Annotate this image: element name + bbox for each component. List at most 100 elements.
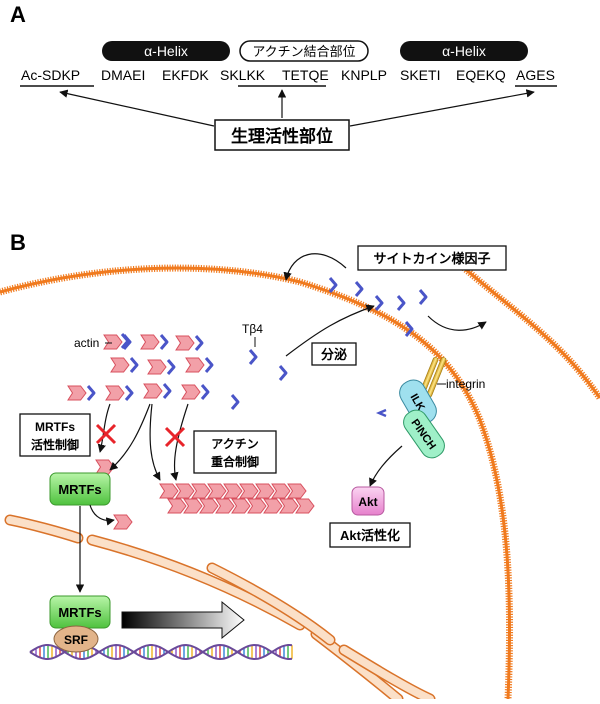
tb4-molecule	[328, 277, 338, 293]
secretion-label: 分泌	[321, 347, 347, 362]
actin-monomer	[239, 483, 259, 499]
panel-b: B actin Tβ4 分泌 サイトカイン様因子	[0, 230, 600, 704]
seq-group: Ac-SDKP	[21, 67, 80, 83]
helix-pill-right: α-Helix	[400, 41, 528, 61]
actin-label: actin	[74, 336, 99, 350]
seq-group: SKLKK	[220, 67, 266, 83]
actin-monomer	[191, 483, 211, 499]
mrtfs-nucleus: MRTFs	[49, 595, 111, 629]
panel-a-label: A	[10, 2, 26, 27]
actin-monomer	[181, 384, 201, 400]
inhibit-mark-polymerization	[164, 426, 186, 448]
seq-group: DMAEI	[101, 67, 145, 83]
nuclear-envelope-segment-fill	[88, 536, 304, 629]
thymosin-beta4-molecules	[86, 277, 428, 410]
actin-monomer	[159, 483, 179, 499]
tb4-molecule	[404, 321, 414, 337]
actin-monomer	[95, 459, 115, 475]
tb4-molecule	[200, 384, 210, 400]
actin-site-pill: アクチン結合部位	[239, 40, 369, 62]
tb4-molecule	[162, 383, 172, 399]
tb4-molecule	[129, 357, 139, 373]
tb4-molecule	[124, 385, 134, 401]
actin-polymerization-box: アクチン 重合制御	[193, 430, 277, 474]
tb4-molecule	[230, 394, 240, 410]
actin-monomer	[263, 498, 283, 514]
seq-group: EQEKQ	[456, 67, 506, 83]
active-site-label: 生理活性部位	[231, 126, 333, 146]
cytokine-label: サイトカイン様因子	[373, 251, 490, 266]
srf-label: SRF	[64, 633, 88, 647]
actin-release-arrow	[89, 504, 115, 526]
actin-monomer	[271, 483, 291, 499]
actin-monomer	[287, 483, 307, 499]
tb4-label: Tβ4	[242, 322, 263, 336]
seq-group: AGES	[516, 67, 555, 83]
mrtfs-cyto-label: MRTFs	[58, 482, 101, 497]
integrin-label: integrin	[446, 377, 485, 391]
mrtfs-regulation-box: MRTFs 活性制御	[19, 413, 91, 457]
arrow-to-ages	[349, 89, 535, 127]
cell-membrane-core	[0, 266, 512, 700]
arrow-to-filament-2	[170, 403, 189, 481]
arrow-actin-to-mrtfs-2	[109, 403, 151, 471]
arrow-to-sdkp	[59, 89, 215, 127]
tb4-molecule	[374, 295, 384, 311]
actin-monomer	[105, 385, 125, 401]
actin-monomers	[67, 334, 205, 530]
actin-monomer	[103, 334, 123, 350]
tb4-molecule	[396, 295, 406, 311]
actin-monomer	[67, 385, 87, 401]
actin-site-pill-text: アクチン結合部位	[252, 44, 355, 59]
actin-monomer	[255, 483, 275, 499]
actin-monomer	[140, 334, 160, 350]
akt-label: Akt	[358, 495, 377, 509]
tb4-molecule	[204, 357, 214, 373]
mrtfs-nuc-label: MRTFs	[58, 605, 101, 620]
akt-arrow	[369, 445, 403, 487]
paracrine-arrow	[427, 315, 487, 331]
actin-poly-line2: 重合制御	[211, 454, 259, 469]
tb4-molecule	[166, 359, 176, 375]
helix-pill-left-text: α-Helix	[144, 43, 188, 59]
actin-monomer	[185, 357, 205, 373]
actin-monomer	[143, 383, 163, 399]
tb4-molecule	[194, 335, 204, 351]
actin-monomer	[147, 359, 167, 375]
actin-monomer	[199, 498, 219, 514]
tb4-molecule	[354, 281, 364, 297]
helix-pill-left: α-Helix	[102, 41, 230, 61]
actin-monomer	[295, 498, 315, 514]
tb4-molecule	[248, 349, 258, 365]
actin-monomer	[207, 483, 227, 499]
actin-monomer	[247, 498, 267, 514]
transcription-arrow	[121, 600, 245, 640]
seq-group: KNPLP	[341, 67, 387, 83]
inhibit-mark-mrtfs	[95, 423, 117, 445]
tb4-molecule	[159, 334, 169, 350]
mrtfs-cytoplasm: MRTFs	[49, 472, 111, 506]
actin-monomer	[113, 514, 133, 530]
nuclear-envelope-segment-fill	[340, 646, 434, 703]
actin-monomer	[279, 498, 299, 514]
tb4-molecule	[278, 365, 288, 381]
dna-strand	[29, 643, 293, 661]
srf-molecule: SRF	[53, 625, 99, 653]
actin-monomer	[110, 357, 130, 373]
actin-monomer	[175, 483, 195, 499]
tb4-bound-ilk	[375, 408, 387, 418]
secretion-arrow	[285, 304, 375, 357]
seq-group: TETQE	[282, 67, 329, 83]
neighbor-membrane-core	[460, 264, 600, 399]
arrow-to-filament-1	[149, 403, 161, 481]
panel-a: A α-Helix アクチン結合部位 α-Helix Ac-SDKP DMAEI…	[10, 2, 557, 151]
actin-monomer	[183, 498, 203, 514]
tb4-molecule	[86, 385, 96, 401]
actin-monomer	[231, 498, 251, 514]
akt-molecule: Akt	[351, 486, 385, 516]
nuclear-envelope-segment-fill	[6, 516, 82, 542]
autocrine-arrow	[283, 253, 347, 281]
actin-filament	[159, 483, 315, 514]
seq-group: SKETI	[400, 67, 440, 83]
